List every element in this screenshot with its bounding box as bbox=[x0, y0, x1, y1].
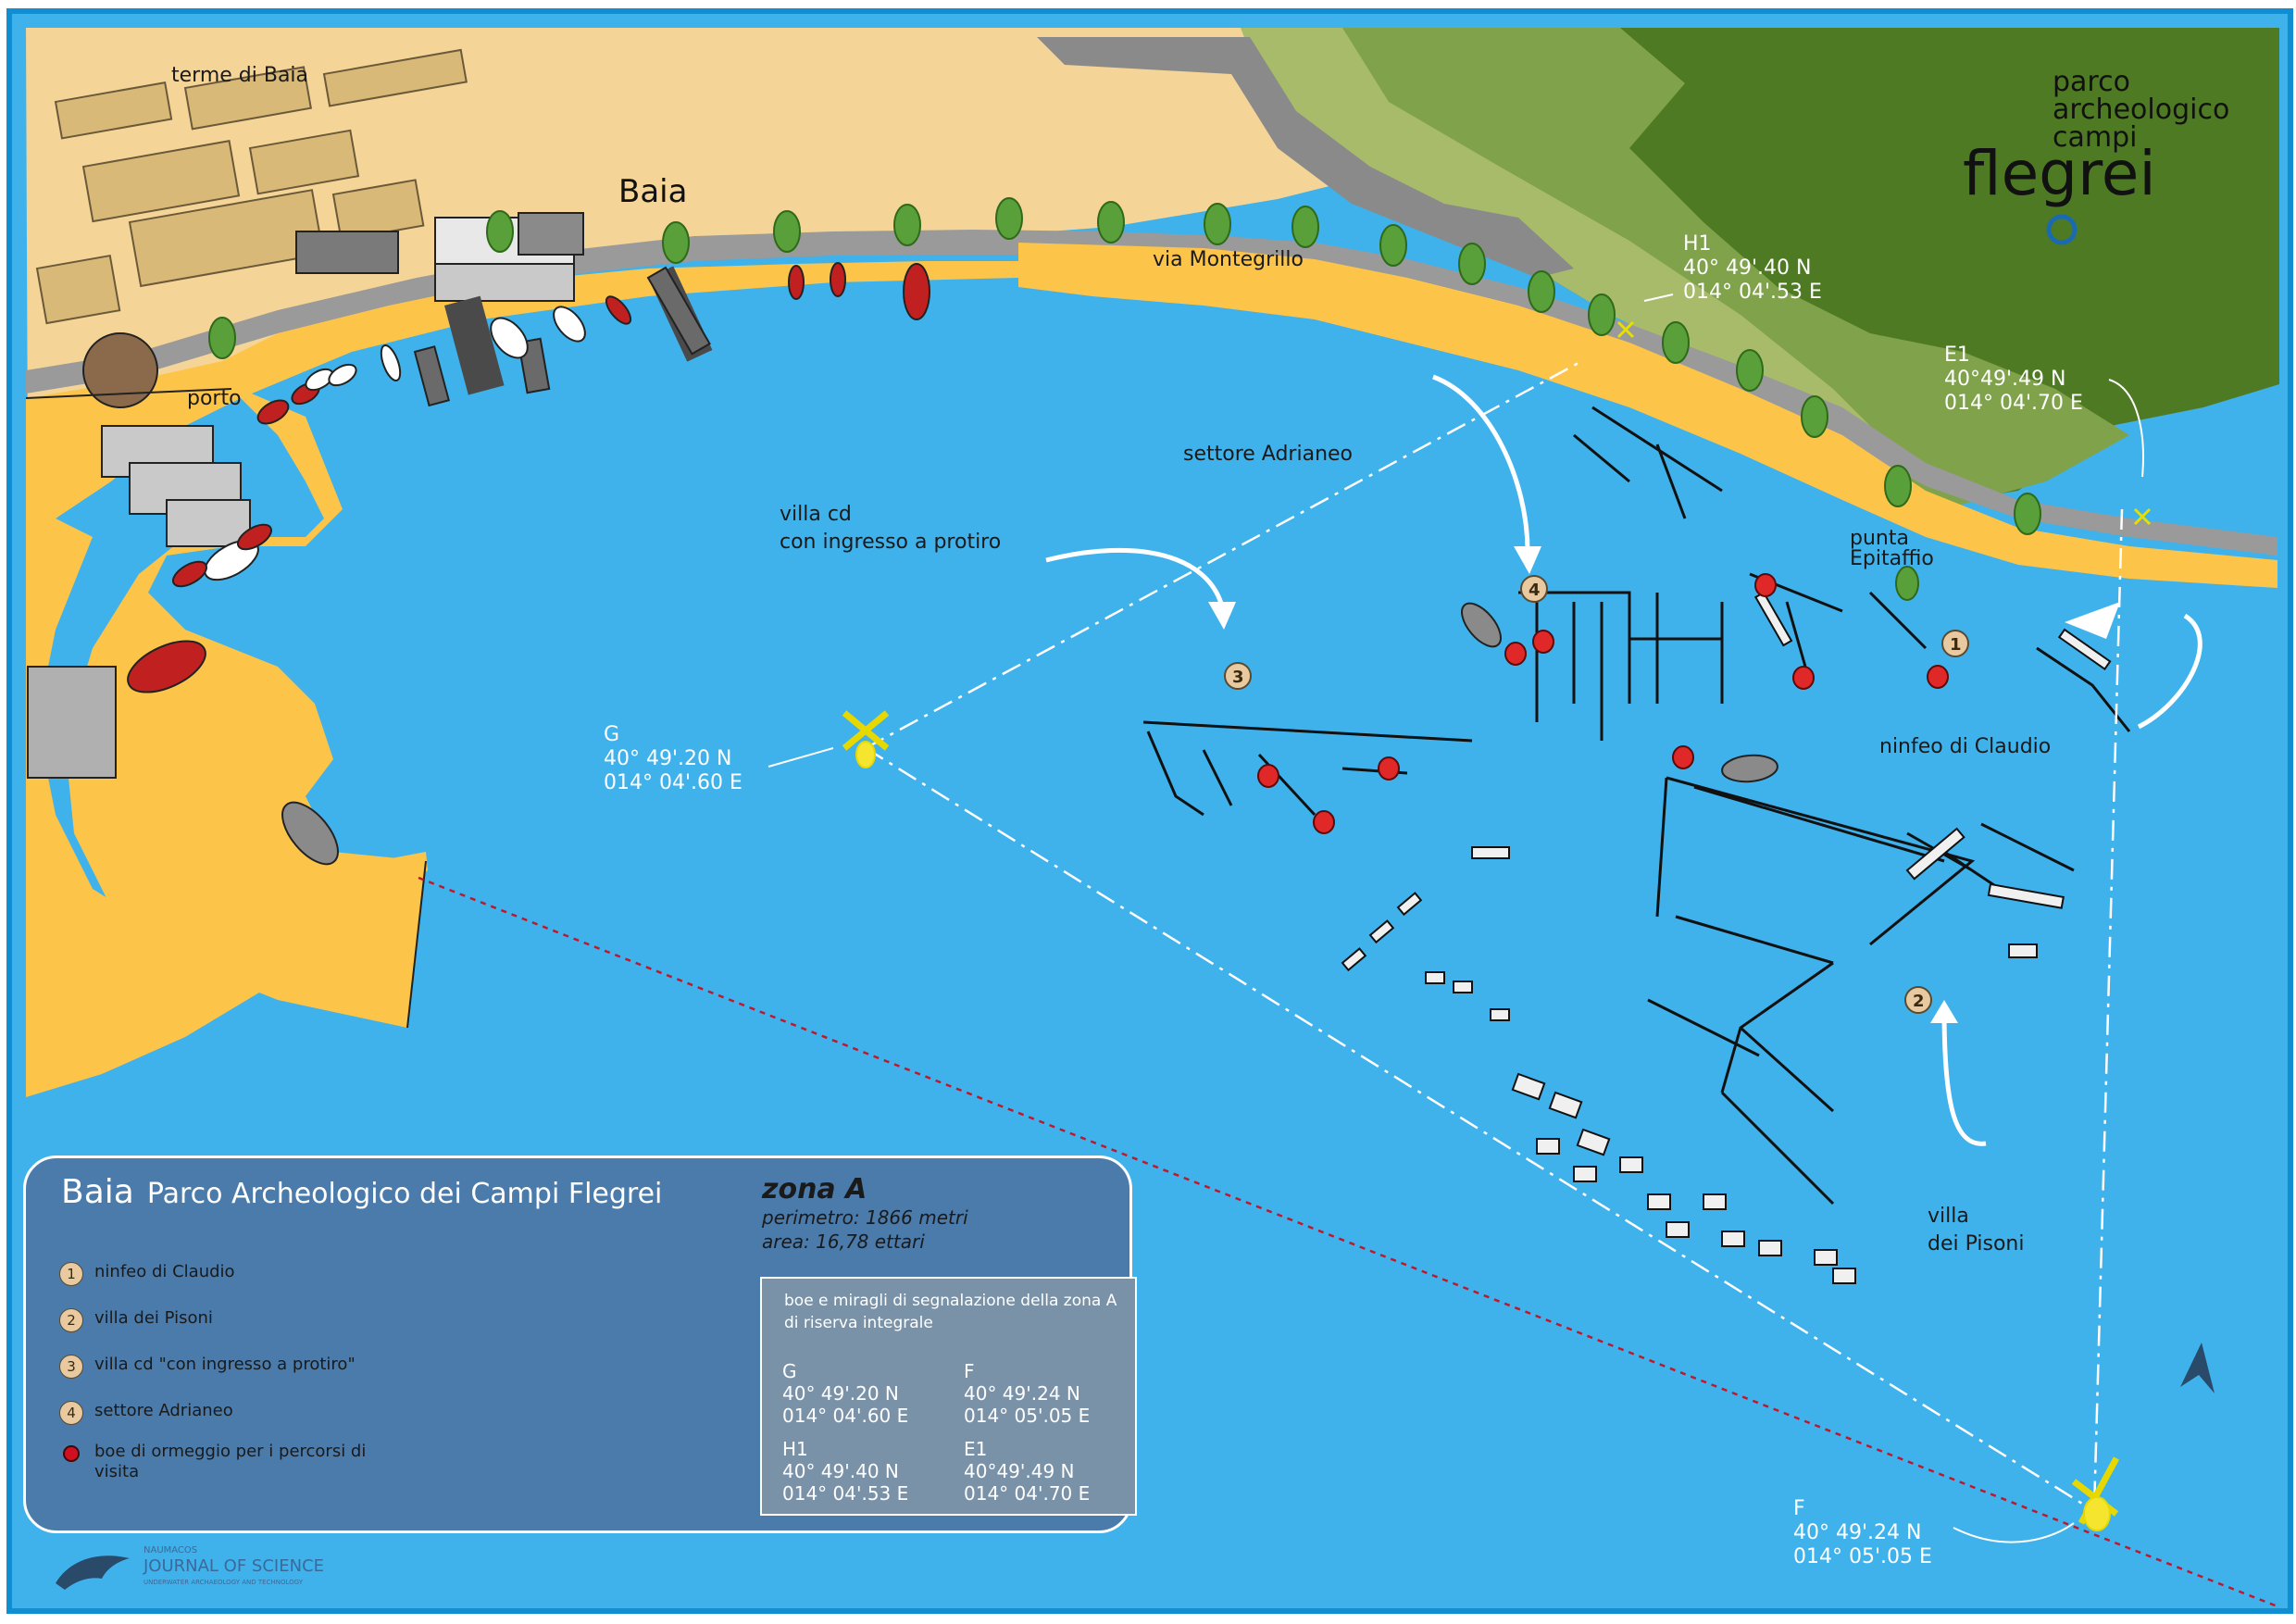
harbor-buildings bbox=[27, 212, 713, 779]
legend-panel: Baia Parco Archeologico dei Campi Flegrei… bbox=[23, 1156, 1137, 1533]
svg-text:flegrei: flegrei bbox=[1963, 138, 2156, 209]
svg-text:3: 3 bbox=[1232, 668, 1244, 687]
legend-item-buoy: boe di ormeggio per i percorsi di visita bbox=[59, 1442, 372, 1482]
boe-point-H1: H1 40° 49'.40 N 014° 04'.53 E bbox=[782, 1438, 909, 1505]
legend-number: 2 bbox=[59, 1308, 83, 1332]
label-baia: Baia bbox=[618, 173, 687, 210]
svg-text:014° 04'.70 E: 014° 04'.70 E bbox=[1944, 392, 2083, 415]
legend-number: 3 bbox=[59, 1355, 83, 1379]
journal-subtitle: UNDERWATER ARCHAEOLOGY AND TECHNOLOGY bbox=[144, 1579, 303, 1586]
park-logo: parco archeologico campi flegrei bbox=[1963, 66, 2229, 245]
svg-text:archeologico: archeologico bbox=[2053, 94, 2229, 126]
marker-E1 bbox=[2133, 507, 2152, 526]
label-villa-cd-1: villa cd bbox=[780, 503, 852, 526]
land-port bbox=[26, 389, 426, 1028]
svg-text:40°49'.49 N: 40°49'.49 N bbox=[1944, 368, 2065, 391]
legend-item-label: settore Adrianeo bbox=[94, 1401, 233, 1420]
label-settore: settore Adrianeo bbox=[1183, 443, 1353, 466]
journal-logo: NAUMACOS JOURNAL OF SCIENCE UNDERWATER A… bbox=[51, 1542, 338, 1597]
coords-F: F 40° 49'.24 N 014° 05'.05 E bbox=[1793, 1497, 1932, 1568]
legend-subtitle: Parco Archeologico dei Campi Flegrei bbox=[146, 1178, 663, 1210]
land-southwest bbox=[26, 518, 428, 1097]
label-villa-cd-2: con ingresso a protiro bbox=[780, 531, 1001, 554]
trees bbox=[208, 197, 2041, 601]
label-ninfeo: ninfeo di Claudio bbox=[1879, 735, 2051, 758]
svg-text:014° 04'.53 E: 014° 04'.53 E bbox=[1683, 281, 1822, 304]
svg-text:2: 2 bbox=[1913, 992, 1925, 1011]
label-villa-pisoni-2: dei Pisoni bbox=[1928, 1232, 2024, 1255]
boe-point-F: F 40° 49'.24 N 014° 05'.05 E bbox=[964, 1360, 1091, 1427]
legend-item-label: villa dei Pisoni bbox=[94, 1308, 213, 1328]
beach-north bbox=[1018, 243, 2277, 588]
svg-text:014° 04'.60 E: 014° 04'.60 E bbox=[604, 771, 742, 794]
svg-text:parco: parco bbox=[2053, 66, 2130, 98]
buoy-G bbox=[842, 710, 890, 768]
zona-info: zona A perimetro: 1866 metri area: 16,78… bbox=[762, 1173, 968, 1254]
buoy-F bbox=[2071, 1456, 2120, 1531]
coords-H1: H1 40° 49'.40 N 014° 04'.53 E bbox=[1683, 232, 1822, 304]
legend-item: 3 villa cd "con ingresso a protiro" bbox=[59, 1355, 356, 1379]
svg-text:40° 49'.40 N: 40° 49'.40 N bbox=[1683, 256, 1811, 280]
zona-perimetro: perimetro: 1866 metri bbox=[762, 1206, 968, 1229]
legend-item: 1 ninfeo di Claudio bbox=[59, 1262, 235, 1286]
mooring-buoys bbox=[1257, 573, 1949, 834]
boe-box-title: boe e miragli di segnalazione della zona… bbox=[784, 1292, 1117, 1332]
label-villa-pisoni-1: villa bbox=[1928, 1205, 1969, 1228]
svg-text:H1: H1 bbox=[1683, 232, 1712, 256]
dolphin-icon bbox=[56, 1555, 130, 1590]
legend-item-label: ninfeo di Claudio bbox=[94, 1262, 235, 1281]
boe-point-E1: E1 40°49'.49 N 014° 04'.70 E bbox=[964, 1438, 1091, 1505]
svg-text:40° 49'.24 N: 40° 49'.24 N bbox=[1793, 1521, 1921, 1544]
mole-south bbox=[278, 852, 428, 912]
boats bbox=[127, 262, 1778, 866]
svg-text:014° 05'.05 E: 014° 05'.05 E bbox=[1793, 1545, 1932, 1568]
boe-box: boe e miragli di segnalazione della zona… bbox=[760, 1277, 1137, 1516]
legend-item-label: villa cd "con ingresso a protiro" bbox=[94, 1355, 356, 1374]
label-terme: terme di Baia bbox=[171, 64, 308, 87]
hill-mid bbox=[1268, 28, 2129, 509]
site-markers: 1 2 3 4 bbox=[1224, 575, 1969, 1014]
svg-text:G: G bbox=[604, 723, 619, 746]
svg-text:F: F bbox=[1793, 1497, 1805, 1520]
zona-area: area: 16,78 ettari bbox=[762, 1230, 925, 1253]
label-via: via Montegrillo bbox=[1153, 248, 1304, 271]
journal-name: JOURNAL OF SCIENCE bbox=[144, 1556, 325, 1576]
arrow-heads bbox=[1208, 546, 2120, 1023]
town-buildings bbox=[35, 48, 468, 325]
legend-item: 4 settore Adrianeo bbox=[59, 1401, 233, 1425]
coords-G: G 40° 49'.20 N 014° 04'.60 E bbox=[604, 723, 742, 794]
legend-item-label: boe di ormeggio per i percorsi di visita bbox=[94, 1442, 367, 1481]
svg-text:E1: E1 bbox=[1944, 344, 1970, 367]
coords-E1: E1 40°49'.49 N 014° 04'.70 E bbox=[1944, 344, 2083, 415]
legend-number: 1 bbox=[59, 1262, 83, 1286]
legend-item: 2 villa dei Pisoni bbox=[59, 1308, 213, 1332]
zone-boundary bbox=[865, 361, 2124, 1513]
boe-point-G: G 40° 49'.20 N 014° 04'.60 E bbox=[782, 1360, 909, 1427]
arrows bbox=[767, 294, 2202, 1543]
ruin-blocks bbox=[1341, 591, 2112, 1284]
journal-small: NAUMACOS bbox=[144, 1545, 198, 1555]
svg-text:40° 49'.20 N: 40° 49'.20 N bbox=[604, 747, 731, 770]
zona-title: zona A bbox=[762, 1173, 867, 1206]
road bbox=[26, 230, 2277, 556]
beach-west bbox=[26, 261, 1018, 532]
red-buoy-icon bbox=[63, 1445, 80, 1462]
quay-outline bbox=[25, 388, 427, 1029]
label-porto: porto bbox=[187, 387, 242, 410]
marker-H1 bbox=[1616, 320, 1635, 339]
svg-text:1: 1 bbox=[1950, 635, 1962, 655]
label-punta-1: punta bbox=[1850, 527, 1909, 550]
legend-title: Baia Parco Archeologico dei Campi Flegrei bbox=[61, 1173, 662, 1211]
compass-arrow bbox=[2180, 1343, 2215, 1393]
svg-text:campi: campi bbox=[2053, 121, 2137, 154]
hill-road bbox=[1037, 37, 1574, 278]
label-punta-2: Epitaffio bbox=[1850, 547, 1934, 570]
legend-number: 4 bbox=[59, 1401, 83, 1425]
legend-title-main: Baia bbox=[61, 1173, 134, 1211]
svg-text:4: 4 bbox=[1529, 581, 1541, 600]
